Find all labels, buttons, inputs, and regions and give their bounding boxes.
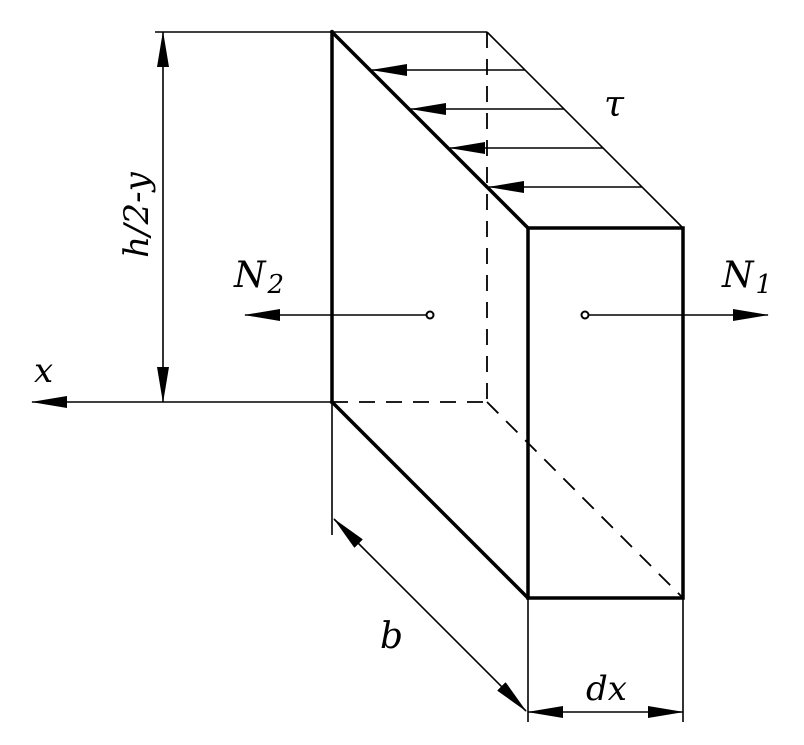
width-label: b — [380, 616, 403, 657]
top-face-right-diagonal — [486, 31, 684, 229]
force-n1-subscript: 1 — [756, 270, 773, 300]
force-n1-symbol: N — [721, 255, 755, 296]
shear-stress-arrows — [371, 64, 642, 193]
force-n2-subscript: 2 — [267, 270, 285, 300]
force-n2-symbol: N — [233, 255, 267, 296]
thickness-label: dx — [586, 669, 627, 709]
x-axis-label: x — [34, 351, 53, 391]
hidden-edges — [332, 32, 684, 599]
force-n2: N2 — [233, 255, 435, 321]
force-n1-label: N1 — [721, 255, 772, 300]
x-axis: x — [31, 351, 332, 408]
bottom-face-left-diagonal — [329, 399, 531, 601]
force-n1: N1 — [580, 255, 772, 321]
top-face-left-diagonal — [329, 29, 531, 231]
shear-stress-label: τ — [604, 84, 625, 125]
force-n1-point — [580, 310, 590, 320]
height-dimension: h/2-y — [117, 31, 332, 403]
thickness-dimension: dx — [527, 598, 684, 722]
force-n2-label: N2 — [233, 255, 284, 300]
front-face — [526, 226, 685, 600]
width-dimension-line — [333, 518, 527, 712]
height-label: h/2-y — [117, 171, 157, 257]
force-n2-point — [425, 310, 435, 320]
hidden-edge-diagonal — [486, 401, 684, 599]
width-dimension: b — [331, 402, 529, 722]
